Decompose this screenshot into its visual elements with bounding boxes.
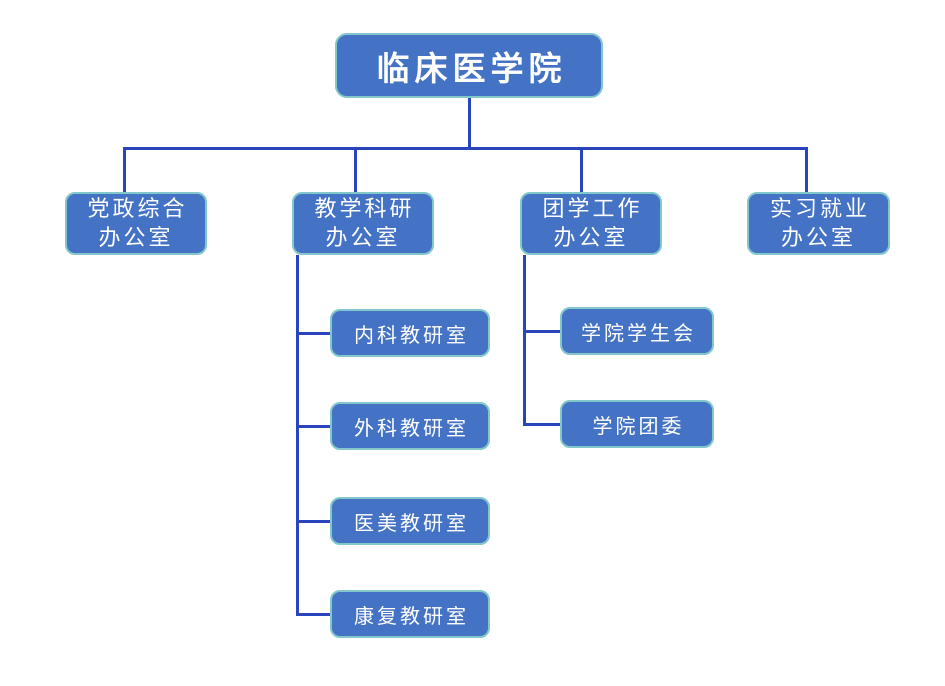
node-student-union: 学院学生会	[560, 307, 714, 355]
node-medical-aesthetics-room: 医美教研室	[330, 497, 490, 545]
node-party-admin-office: 党政综合 办公室	[65, 192, 207, 255]
node-clinical-medical-college: 临床医学院	[335, 33, 603, 98]
connector-stub-student-union	[523, 330, 560, 333]
node-label: 党政综合 办公室	[87, 196, 188, 251]
node-label: 外科教研室	[354, 415, 469, 440]
connector-stub-league-committee	[523, 423, 560, 426]
node-label: 实习就业 办公室	[769, 196, 870, 251]
node-label: 内科教研室	[354, 322, 469, 347]
node-label: 学院学生会	[581, 320, 696, 345]
node-youth-league-office: 团学工作 办公室	[520, 192, 662, 255]
connector-stub-rehabilitation	[296, 613, 330, 616]
connector-drop-youth-league	[580, 147, 583, 192]
node-internal-medicine-room: 内科教研室	[330, 309, 490, 357]
node-label: 康复教研室	[354, 603, 469, 628]
node-label: 教学科研 办公室	[314, 196, 415, 251]
node-internship-employment-office: 实习就业 办公室	[747, 192, 890, 255]
connector-stub-surgery	[296, 425, 330, 428]
node-league-committee: 学院团委	[560, 400, 714, 448]
connector-stub-medical-aesthetics	[296, 520, 330, 523]
connector-level2-rail	[123, 147, 808, 150]
connector-drop-party-admin	[123, 147, 126, 192]
node-label: 临床医学院	[376, 48, 567, 88]
node-rehabilitation-room: 康复教研室	[330, 590, 490, 638]
node-surgery-room: 外科教研室	[330, 402, 490, 450]
node-label: 学院团委	[592, 413, 685, 438]
node-label: 医美教研室	[354, 510, 469, 535]
node-label: 团学工作 办公室	[542, 196, 643, 251]
connector-youth-trunk	[523, 255, 526, 426]
connector-stub-internal-medicine	[296, 332, 330, 335]
connector-drop-teaching-research	[354, 147, 357, 192]
connector-drop-internship	[805, 147, 808, 192]
connector-root-stem	[468, 98, 471, 150]
connector-teaching-trunk	[296, 255, 299, 616]
node-teaching-research-office: 教学科研 办公室	[292, 192, 434, 255]
